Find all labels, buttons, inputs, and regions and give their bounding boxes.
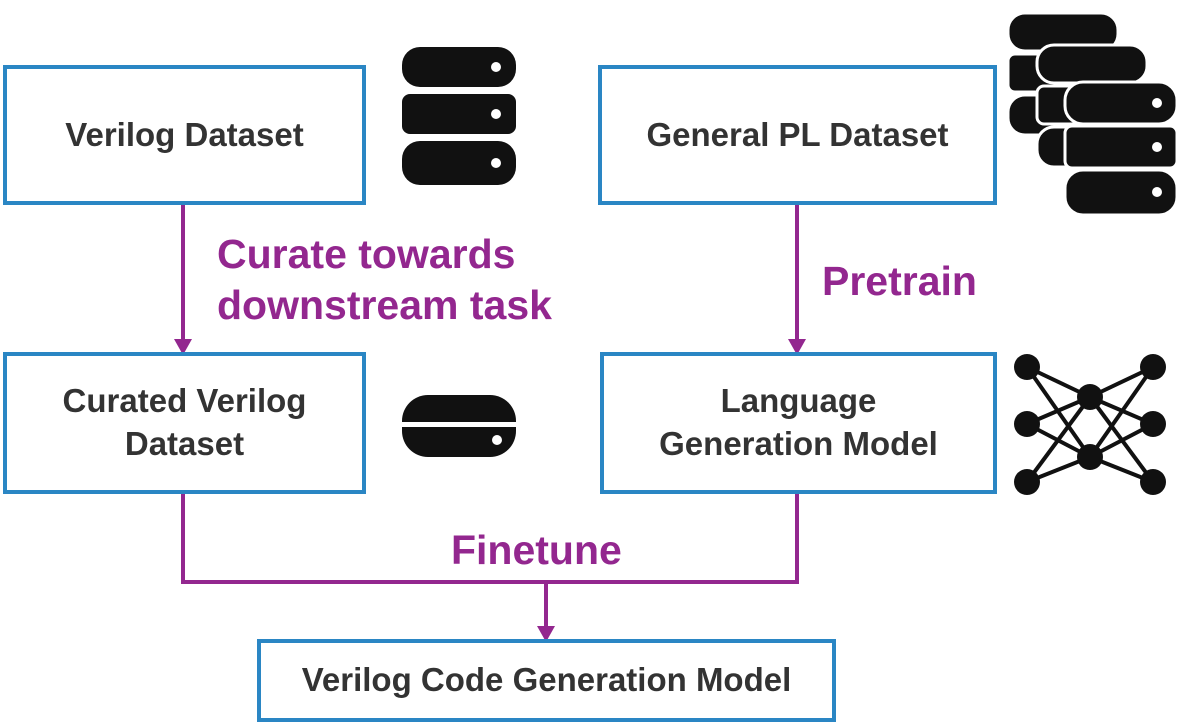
pretrain-label: Pretrain — [822, 258, 977, 304]
verilog-dataset-box: Verilog Dataset — [3, 65, 366, 205]
database-stack-icon — [1006, 11, 1179, 217]
general-pl-dataset-label: General PL Dataset — [646, 115, 949, 153]
language-generation-model-box: Language Generation Model — [600, 352, 997, 494]
verilog-code-generation-model-box: Verilog Code Generation Model — [257, 639, 836, 722]
final-model-label: Verilog Code Generation Model — [301, 661, 792, 699]
curate-label-line2: downstream task — [217, 282, 552, 329]
neural-network-icon — [1014, 354, 1166, 495]
general-pl-dataset-box: General PL Dataset — [598, 65, 997, 205]
database-small-icon — [402, 395, 516, 457]
finetune-label: Finetune — [451, 527, 622, 573]
database-icon — [402, 47, 516, 185]
finetune-connector — [181, 494, 799, 584]
curated-dataset-label-line1: Curated Verilog — [62, 382, 307, 420]
curated-dataset-label-line2: Dataset — [124, 425, 245, 462]
lgm-label-line1: Language — [720, 382, 877, 420]
verilog-dataset-label: Verilog Dataset — [65, 115, 304, 153]
curated-verilog-dataset-box: Curated Verilog Dataset — [3, 352, 366, 494]
lgm-label-line2: Generation Model — [659, 425, 938, 462]
curate-label: Curate towards downstream task — [217, 229, 552, 332]
curate-label-line1: Curate towards — [217, 231, 516, 277]
